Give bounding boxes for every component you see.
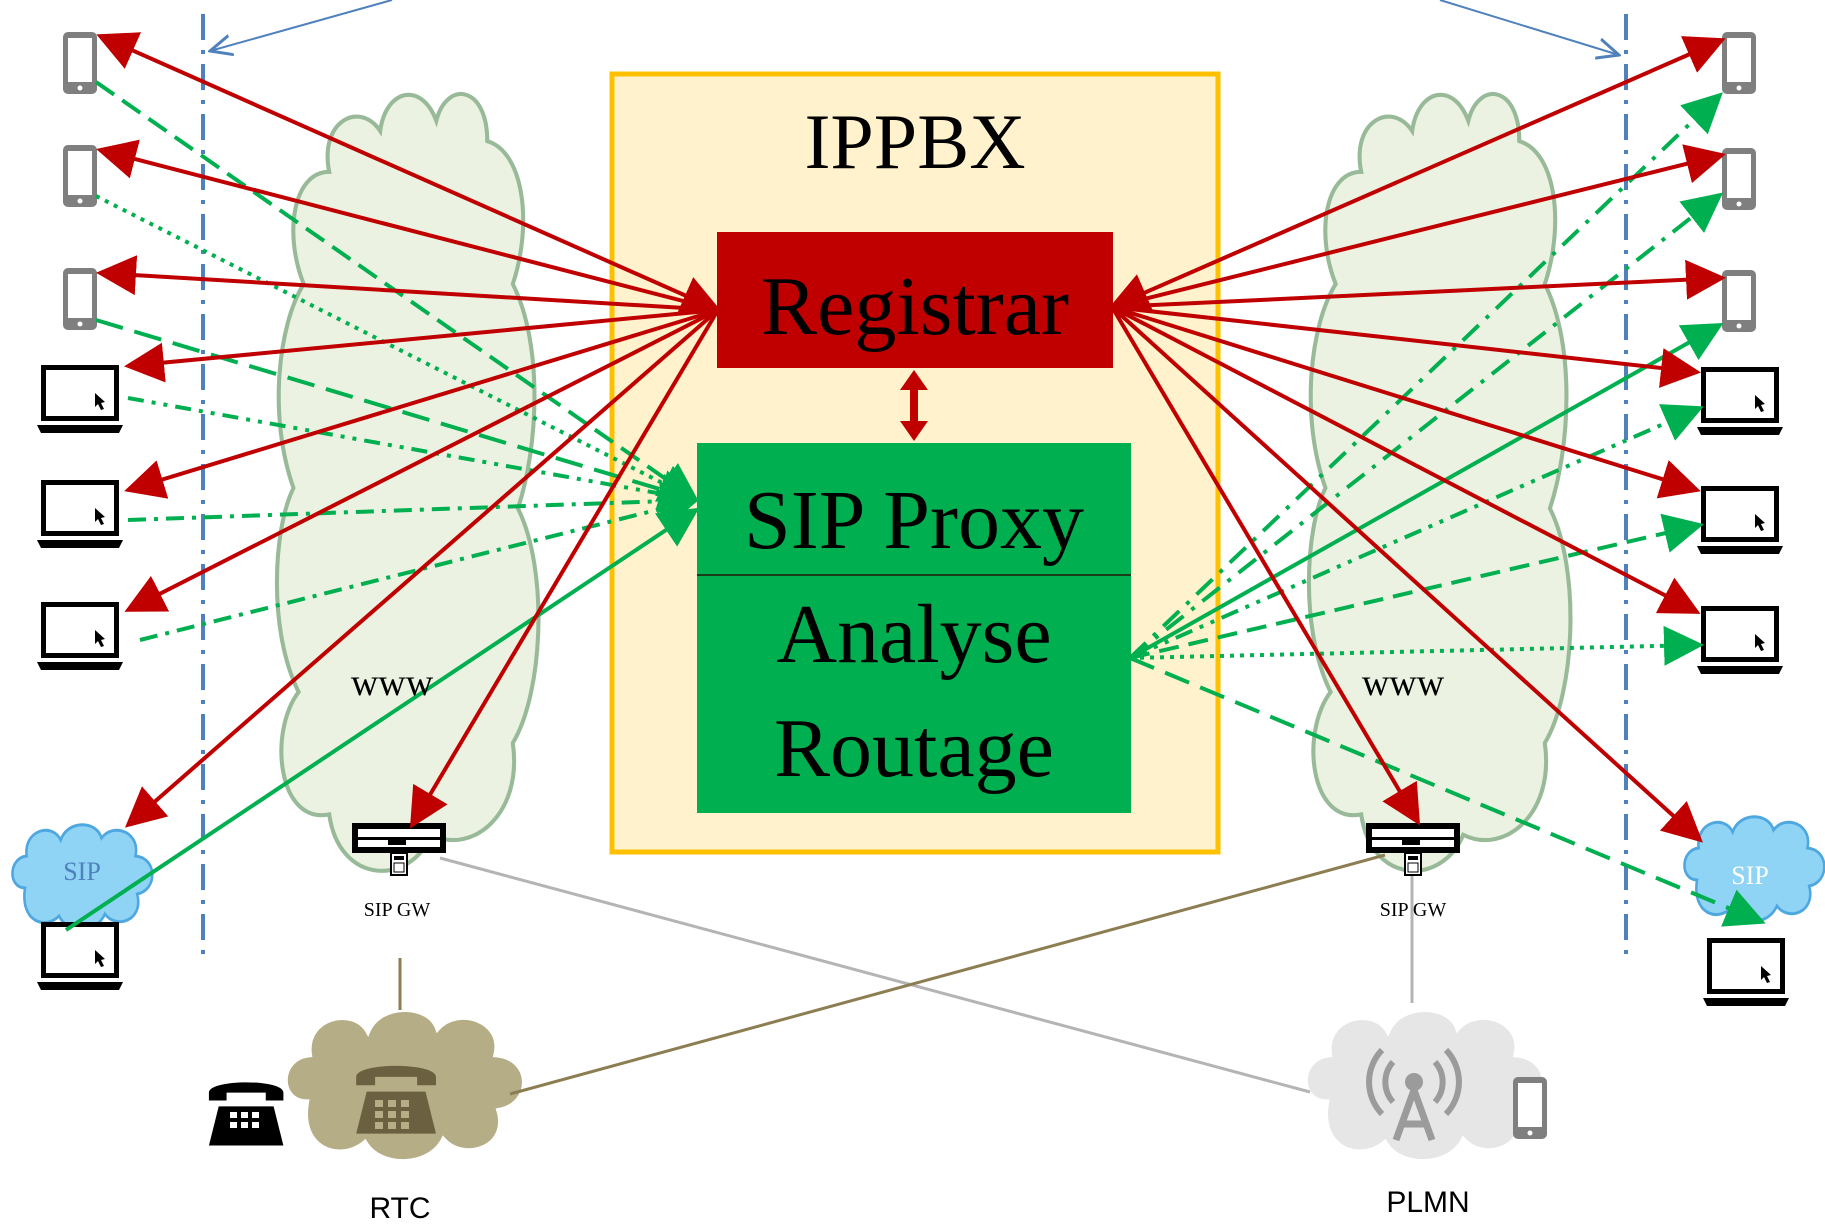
sip-proxy-label: SIP Proxy: [744, 474, 1084, 567]
sip-proxy-block: [697, 443, 1131, 813]
pstn-links: [398, 853, 1414, 1096]
right-laptop-icon: [1697, 486, 1783, 554]
routage-label: Routage: [774, 702, 1054, 795]
antenna-icon: [1366, 1047, 1462, 1142]
boundary-pointers: [210, 0, 1619, 55]
left-www-label: www: [351, 662, 434, 704]
telephone-icon: [208, 1082, 284, 1146]
right-smartphone-icon: [1722, 270, 1756, 332]
registrar-proxy-link: [900, 370, 928, 441]
right-smartphone-icon: [1722, 148, 1756, 210]
right-sip-cloud-label: SIP: [1731, 861, 1769, 890]
left-gateway-label: SIP GW: [364, 899, 431, 921]
right-gateway-icon: [1365, 822, 1461, 876]
left-laptop-icon: [37, 365, 123, 433]
plmn-label: PLMN: [1386, 1186, 1469, 1219]
left-www-cloud: [277, 94, 539, 871]
registrar-label: Registrar: [761, 260, 1069, 353]
right-www-label: www: [1362, 662, 1445, 704]
left-smartphone-icon: [63, 32, 97, 94]
ippbx-title: IPPBX: [804, 98, 1025, 185]
right-laptop-icon: [1697, 367, 1783, 435]
registrar-block: [717, 232, 1113, 368]
left-laptop-icon: [37, 602, 123, 670]
left-smartphone-icon: [63, 268, 97, 330]
rtc-label: RTC: [369, 1192, 430, 1225]
left-sip-laptop-icon: [37, 922, 123, 990]
right-smartphone-icon: [1722, 32, 1756, 94]
right-gateway-label: SIP GW: [1380, 899, 1447, 921]
left-sip-cloud-label: SIP: [63, 857, 101, 886]
plmn-smartphone-icon: [1513, 1077, 1547, 1139]
rtc-cloud: [286, 1010, 525, 1162]
left-smartphone-icon: [63, 145, 97, 207]
plmn-cloud: [1306, 1010, 1545, 1162]
right-sip-laptop-icon: [1703, 938, 1789, 1006]
right-laptop-icon: [1697, 606, 1783, 674]
registrar-links: [96, 32, 1726, 843]
analyse-label: Analyse: [776, 588, 1051, 681]
left-laptop-icon: [37, 480, 123, 548]
